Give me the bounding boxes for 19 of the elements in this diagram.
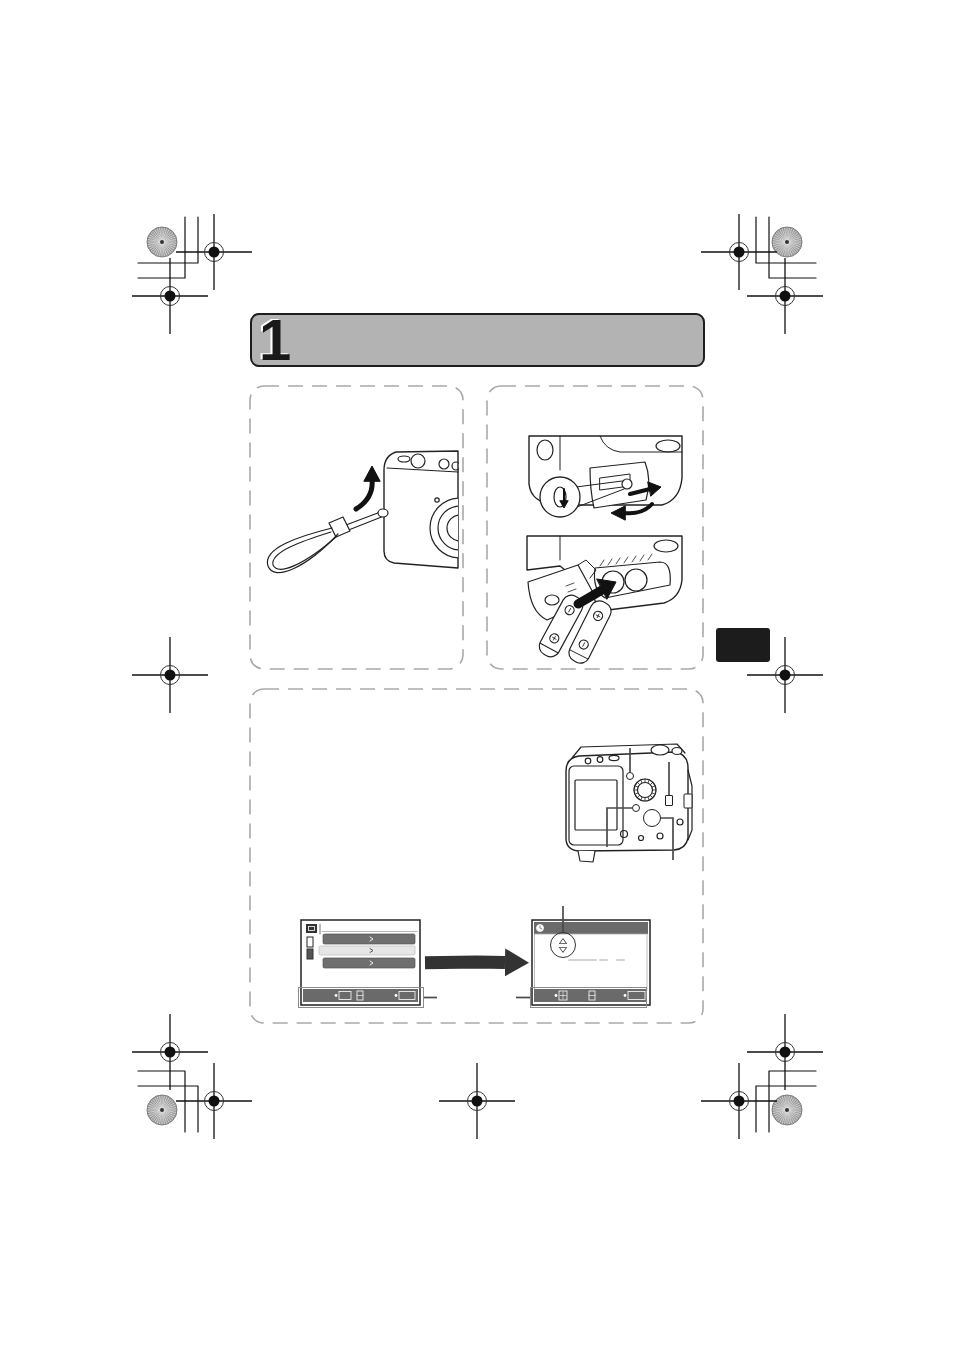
- camera-switch: [665, 795, 673, 806]
- camera-button: [632, 804, 640, 812]
- header-band: [250, 313, 705, 367]
- camera-button: [626, 772, 634, 780]
- step-number: 1: [259, 315, 292, 365]
- dashed-panel: [249, 385, 464, 670]
- leader-line: [423, 996, 438, 999]
- leader-line: [562, 905, 564, 933]
- leader-line: [668, 761, 670, 796]
- leader-line: [660, 817, 674, 861]
- leader-line: [629, 747, 631, 773]
- leader-line: [606, 807, 633, 848]
- highlight-frame: [298, 987, 424, 1008]
- arrow: [424, 948, 529, 977]
- section-tab: [716, 628, 770, 662]
- dashed-panel: [486, 385, 704, 670]
- leader-line: [515, 996, 531, 999]
- dashed-panel: [249, 688, 704, 1024]
- highlight-frame: [530, 987, 647, 1008]
